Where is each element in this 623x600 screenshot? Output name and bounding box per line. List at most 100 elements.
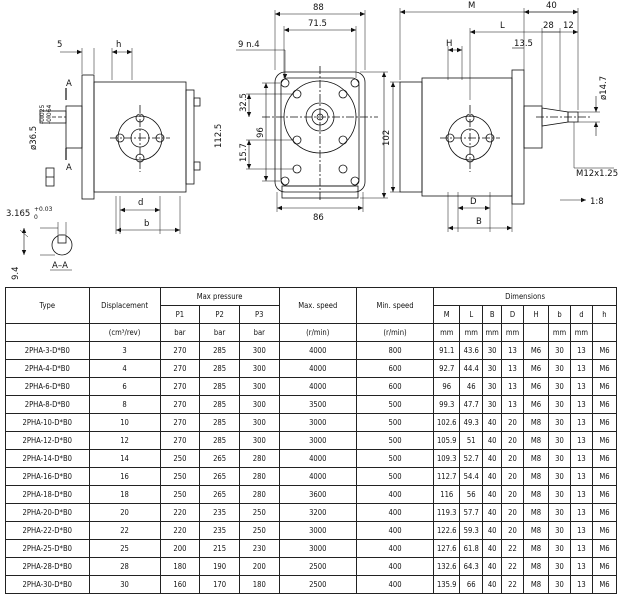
unit-cell: mm — [459, 323, 484, 342]
dim-label: ø14.7 — [599, 76, 609, 100]
table-cell: M8 — [522, 557, 550, 576]
table-cell: 13 — [501, 359, 524, 378]
table-cell: M6 — [522, 341, 550, 360]
section-mark-label: A — [66, 163, 72, 173]
table-cell: 20 — [501, 413, 524, 432]
col-header-h-lower: h — [591, 305, 618, 324]
dim-label: M — [468, 1, 475, 11]
table-cell: 13 — [501, 341, 524, 360]
table-cell: 250 — [159, 467, 201, 486]
table-cell: 40 — [482, 503, 503, 522]
table-cell: 285 — [199, 377, 240, 396]
table-cell: 40 — [482, 485, 503, 504]
table-cell: 235 — [199, 521, 240, 540]
table-cell: 92.7 — [433, 359, 461, 378]
table-cell: 270 — [159, 431, 201, 450]
table-cell: 500 — [355, 467, 435, 486]
table-cell: 180 — [159, 557, 201, 576]
table-cell: 64.3 — [459, 557, 484, 576]
dim-label: 3.165 — [6, 209, 30, 219]
table-cell: 112.7 — [433, 467, 461, 486]
table-header-row: Type Displacement Max pressure Max. spee… — [5, 287, 617, 324]
table-cell: M6 — [591, 539, 618, 558]
dim-tolerance: +0.03 — [34, 206, 53, 213]
dim-label: 9 n.4 — [238, 40, 260, 50]
table-cell: 4000 — [278, 467, 357, 486]
table-cell: M8 — [522, 575, 550, 594]
dim-tolerance: -0.025 — [39, 104, 46, 124]
table-cell: 285 — [199, 413, 240, 432]
table-cell: 600 — [355, 377, 435, 396]
table-cell: 25 — [88, 539, 161, 558]
table-cell: 10 — [88, 413, 161, 432]
col-header-d-lower: d — [569, 305, 593, 324]
table-cell: M8 — [522, 503, 550, 522]
table-cell: M8 — [522, 521, 550, 540]
table-cell: M6 — [591, 575, 618, 594]
end-view — [236, 10, 388, 212]
type-cell: 2PHA-10-D*B0 — [5, 413, 90, 432]
table-cell: 3000 — [278, 521, 357, 540]
table-cell: 30 — [482, 395, 503, 414]
unit-cell: mm — [433, 323, 461, 342]
table-subheader-row: P1 P2 P3 M L B D H b d h — [6, 305, 618, 324]
unit-cell — [5, 323, 90, 342]
col-header-min-speed: Min. speed — [355, 287, 435, 324]
table-cell: 270 — [159, 377, 201, 396]
table-cell: 4 — [88, 359, 161, 378]
table-cell: 30 — [548, 431, 571, 450]
table-cell: M8 — [522, 485, 550, 504]
table-cell: 265 — [199, 485, 240, 504]
table-cell: 20 — [88, 503, 161, 522]
table-cell: 102.6 — [433, 413, 461, 432]
table-cell: M6 — [591, 485, 618, 504]
table-cell: 22 — [501, 575, 524, 594]
table-cell: 13 — [569, 503, 593, 522]
table-cell: 220 — [159, 503, 201, 522]
table-cell: M6 — [522, 377, 550, 396]
section-a-a — [19, 222, 73, 271]
table-cell: 13 — [569, 467, 593, 486]
dim-label: 9.4 — [11, 266, 21, 280]
table-cell: 400 — [355, 485, 435, 504]
table-cell: 44.4 — [459, 359, 484, 378]
type-cell: 2PHA-22-D*B0 — [5, 521, 90, 540]
front-view — [39, 48, 201, 234]
dim-label: 71.5 — [308, 19, 327, 29]
table-cell: 400 — [355, 503, 435, 522]
table-cell: 28 — [88, 557, 161, 576]
unit-cell: bar — [238, 323, 280, 342]
table-cell: 20 — [501, 521, 524, 540]
table-cell: 500 — [355, 449, 435, 468]
table-cell: 300 — [238, 431, 280, 450]
table-cell: M6 — [591, 521, 618, 540]
table-cell: 13 — [569, 485, 593, 504]
table-cell: 46 — [459, 377, 484, 396]
table-cell: 13 — [569, 413, 593, 432]
dim-label: 96 — [256, 127, 266, 138]
dim-label: 32.5 — [239, 93, 249, 112]
table-cell: 91.1 — [433, 341, 461, 360]
table-cell: 66 — [459, 575, 484, 594]
col-header-m: M — [433, 305, 461, 324]
table-cell: 2500 — [278, 575, 357, 594]
table-cell: 116 — [433, 485, 461, 504]
table-cell: 190 — [199, 557, 240, 576]
table-cell: M6 — [591, 449, 618, 468]
table-cell: M8 — [522, 467, 550, 486]
table-cell: M6 — [591, 467, 618, 486]
table-cell: M8 — [522, 449, 550, 468]
table-cell: 30 — [548, 413, 571, 432]
col-header-p2: P2 — [199, 305, 240, 324]
table-cell: 13 — [501, 377, 524, 396]
table-cell: 4000 — [278, 359, 357, 378]
table-cell: 30 — [548, 485, 571, 504]
table-cell: M8 — [522, 431, 550, 450]
